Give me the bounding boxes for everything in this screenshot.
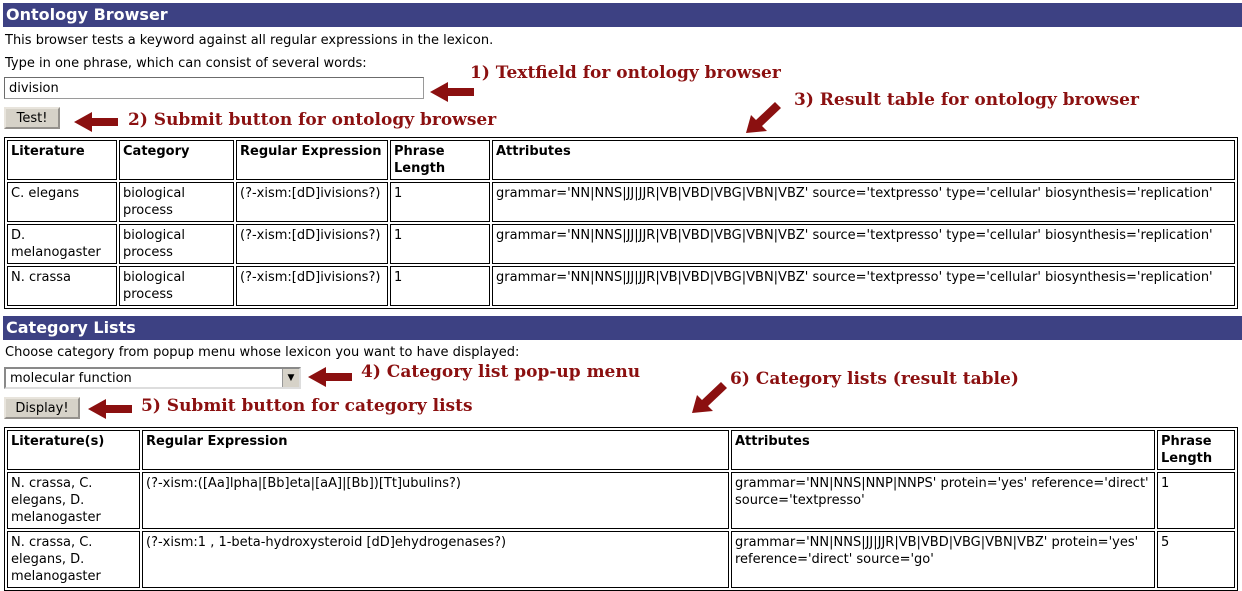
- table-row: N. crassa, C. elegans, D. melanogaster (…: [7, 531, 1235, 588]
- cell-phrase-length: 1: [1157, 472, 1235, 529]
- arrow-icon: [430, 82, 474, 102]
- category-lists-header: Category Lists: [3, 316, 1242, 340]
- col-literatures: Literature(s): [7, 430, 140, 470]
- cell-literature: N. crassa: [7, 266, 117, 306]
- ontology-browser-header: Ontology Browser: [3, 3, 1242, 27]
- category-select-value: molecular function: [10, 371, 132, 386]
- col-regex: Regular Expression: [236, 140, 388, 180]
- col-category: Category: [119, 140, 234, 180]
- category-select[interactable]: molecular function ▼: [4, 367, 301, 389]
- table-header-row: Literature(s) Regular Expression Attribu…: [7, 430, 1235, 470]
- cell-attributes: grammar='NN|NNS|NNP|NNPS' protein='yes' …: [731, 472, 1155, 529]
- test-button[interactable]: Test!: [4, 107, 60, 129]
- ontology-prompt: Type in one phrase, which can consist of…: [5, 56, 367, 71]
- table-row: C. elegans biological process (?-xism:[d…: [7, 182, 1235, 222]
- cell-regex: (?-xism:[dD]ivisions?): [236, 182, 388, 222]
- annotation-2: 2) Submit button for ontology browser: [128, 110, 497, 130]
- cell-literature: D. melanogaster: [7, 224, 117, 264]
- col-phrase-length: Phrase Length: [390, 140, 490, 180]
- category-prompt: Choose category from popup menu whose le…: [5, 345, 520, 360]
- arrow-icon: [692, 382, 727, 413]
- annotation-3: 3) Result table for ontology browser: [794, 90, 1139, 110]
- arrow-icon: [88, 399, 132, 419]
- category-result-table: Literature(s) Regular Expression Attribu…: [4, 427, 1238, 591]
- table-row: D. melanogaster biological process (?-xi…: [7, 224, 1235, 264]
- cell-regex: (?-xism:([Aa]lpha|[Bb]eta|[aA]|[Bb])[Tt]…: [142, 472, 729, 529]
- cell-literature: C. elegans: [7, 182, 117, 222]
- chevron-down-icon[interactable]: ▼: [282, 369, 299, 387]
- cell-regex: (?-xism:1 , 1-beta-hydroxysteroid [dD]eh…: [142, 531, 729, 588]
- cell-phrase-length: 1: [390, 224, 490, 264]
- arrow-icon: [74, 112, 118, 132]
- cell-phrase-length: 1: [390, 182, 490, 222]
- col-literature: Literature: [7, 140, 117, 180]
- cell-attributes: grammar='NN|NNS|JJ|JJR|VB|VBD|VBG|VBN|VB…: [492, 266, 1235, 306]
- cell-literatures: N. crassa, C. elegans, D. melanogaster: [7, 531, 140, 588]
- col-regex: Regular Expression: [142, 430, 729, 470]
- cell-category: biological process: [119, 224, 234, 264]
- annotation-6: 6) Category lists (result table): [730, 369, 1019, 389]
- col-attributes: Attributes: [492, 140, 1235, 180]
- ontology-description: This browser tests a keyword against all…: [5, 33, 494, 48]
- cell-category: biological process: [119, 182, 234, 222]
- ontology-textfield[interactable]: [4, 77, 424, 99]
- cell-category: biological process: [119, 266, 234, 306]
- cell-attributes: grammar='NN|NNS|JJ|JJR|VB|VBD|VBG|VBN|VB…: [492, 182, 1235, 222]
- table-header-row: Literature Category Regular Expression P…: [7, 140, 1235, 180]
- annotation-4: 4) Category list pop-up menu: [361, 362, 641, 382]
- ontology-result-table: Literature Category Regular Expression P…: [4, 137, 1238, 309]
- cell-literatures: N. crassa, C. elegans, D. melanogaster: [7, 472, 140, 529]
- table-row: N. crassa biological process (?-xism:[dD…: [7, 266, 1235, 306]
- col-phrase-length: Phrase Length: [1157, 430, 1235, 470]
- col-attributes: Attributes: [731, 430, 1155, 470]
- cell-regex: (?-xism:[dD]ivisions?): [236, 224, 388, 264]
- table-row: N. crassa, C. elegans, D. melanogaster (…: [7, 472, 1235, 529]
- annotation-1: 1) Textfield for ontology browser: [470, 63, 781, 83]
- cell-phrase-length: 5: [1157, 531, 1235, 588]
- cell-phrase-length: 1: [390, 266, 490, 306]
- cell-attributes: grammar='NN|NNS|JJ|JJR|VB|VBD|VBG|VBN|VB…: [731, 531, 1155, 588]
- cell-regex: (?-xism:[dD]ivisions?): [236, 266, 388, 306]
- arrow-icon: [308, 367, 352, 387]
- cell-attributes: grammar='NN|NNS|JJ|JJR|VB|VBD|VBG|VBN|VB…: [492, 224, 1235, 264]
- annotation-5: 5) Submit button for category lists: [141, 396, 473, 416]
- arrow-icon: [746, 102, 781, 133]
- display-button[interactable]: Display!: [4, 397, 80, 419]
